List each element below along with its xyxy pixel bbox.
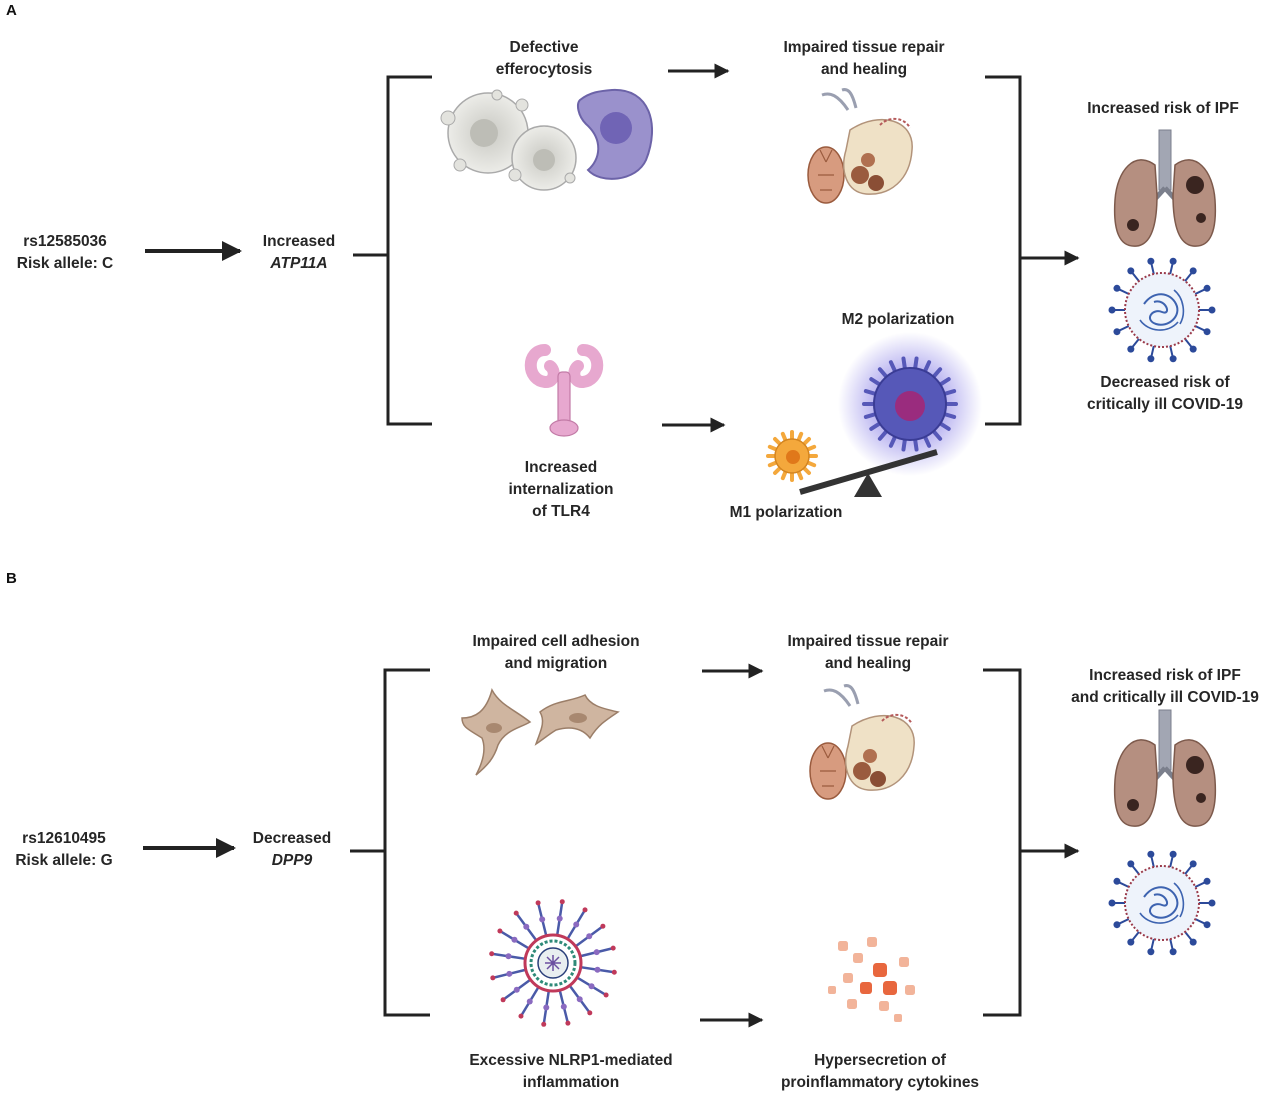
inflammasome-icon bbox=[489, 899, 617, 1027]
tlr4-receptor-icon bbox=[524, 344, 604, 437]
m2-polarization-label: M2 polarization bbox=[841, 311, 955, 328]
apoptotic-cell-icon bbox=[440, 89, 577, 191]
virus-icon bbox=[1108, 257, 1216, 363]
alveoli-icon bbox=[807, 88, 913, 204]
fibroblast-icon bbox=[461, 687, 620, 776]
right-bracket-b bbox=[983, 668, 1022, 1017]
left-bracket-b bbox=[383, 668, 430, 1017]
m1-polarization-label: M1 polarization bbox=[729, 504, 843, 521]
left-bracket-a bbox=[386, 75, 432, 426]
panel-b-letter: B bbox=[6, 570, 17, 587]
panel-a-letter: A bbox=[6, 2, 17, 19]
lung-icon bbox=[1113, 129, 1217, 247]
m2-macrophage-icon bbox=[838, 332, 982, 476]
alveoli-icon-b bbox=[809, 684, 915, 800]
seesaw-icon bbox=[799, 449, 938, 497]
right-bracket-a bbox=[985, 75, 1022, 426]
virus-icon-b bbox=[1108, 850, 1216, 956]
ipf-risk-label: Increased risk of IPF bbox=[1087, 100, 1239, 117]
macrophage-icon bbox=[577, 88, 654, 180]
cytokines-icon bbox=[828, 937, 915, 1022]
m1-macrophage-icon bbox=[766, 430, 818, 482]
lung-icon-b bbox=[1113, 709, 1217, 827]
